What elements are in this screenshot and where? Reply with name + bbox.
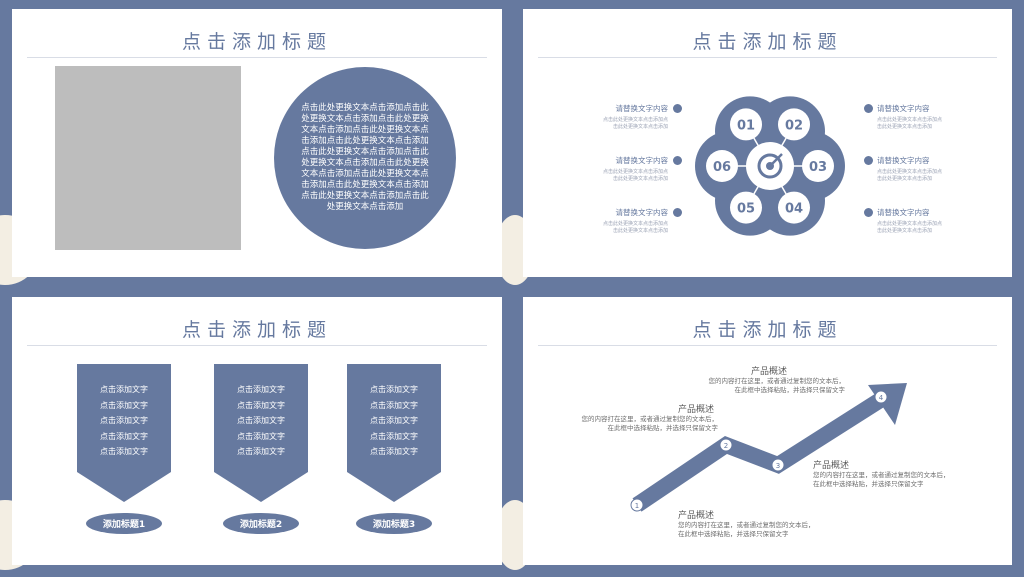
- step-marker-label: 2: [724, 442, 728, 450]
- list-item: 请替换文字内容 点击此处更换文本点击添加点击此处更换文本点击添加: [877, 156, 943, 182]
- product-block: 产品概述 您的内容打在这里，或者通过复制您的文本后， 在此框中选择粘贴，并选择只…: [678, 511, 815, 538]
- petal-number: 06: [713, 160, 731, 175]
- bullet-dot: [673, 156, 682, 165]
- slide-2[interactable]: 点击添加标题 01 02 03 04 05 06 请替换文字内容 点击此处更换文本点击添加…: [523, 9, 1012, 277]
- bullet-dot: [864, 156, 873, 165]
- petal-number: 02: [785, 118, 803, 133]
- product-block: 产品概述 您的内容打在这里，或者通过复制您的文本后， 在此框中选择粘贴，并选择只…: [708, 367, 846, 394]
- slide-title: 点击添加标题: [692, 319, 843, 341]
- petal-number: 01: [737, 118, 755, 133]
- growth-arrow: 1 2 3 4: [630, 383, 907, 512]
- product-block: 产品概述 您的内容打在这里，或者通过复制您的文本后， 在此框中选择粘贴，并选择只…: [581, 405, 719, 432]
- petal-number-bg: [706, 150, 738, 182]
- bullet-dot: [673, 104, 682, 113]
- step-marker: [771, 458, 785, 472]
- step-marker-label: 4: [879, 394, 884, 402]
- list-item: 请替换文字内容 点击此处更换文本点击添加点击此处更换文本点击添加: [877, 208, 943, 234]
- title-pill-2[interactable]: 添加标题2: [223, 513, 299, 534]
- slide-3[interactable]: 点击添加标题 点击添加文字 点击添加文字 点击添加文字 点击添加文字 点击添加文…: [12, 297, 502, 565]
- title-divider: [538, 57, 997, 58]
- image-placeholder[interactable]: [55, 66, 241, 250]
- target-arrow: [769, 153, 783, 167]
- slide-4[interactable]: 点击添加标题 1 2 3 4 产品概述 您的内容打在这里，或者通过复制您的文本后， 在…: [523, 297, 1012, 565]
- petal-number: 04: [785, 202, 803, 217]
- step-marker: [719, 438, 733, 452]
- petal-number-bg: [730, 108, 762, 141]
- arrow-card: 点击添加文字 点击添加文字 点击添加文字 点击添加文字 点击添加文字: [214, 364, 308, 502]
- petal-number-bg: [730, 191, 762, 224]
- title-divider: [27, 57, 487, 58]
- product-block: 产品概述 您的内容打在这里，或者通过复制您的文本后， 在此框中选择粘贴，并选择只…: [813, 461, 950, 488]
- bullet-dot: [864, 104, 873, 113]
- step-marker: [630, 498, 644, 512]
- step-marker-label: 3: [776, 462, 780, 470]
- target-icon: [757, 153, 783, 179]
- bullet-dot: [864, 208, 873, 217]
- list-item: 请替换文字内容 点击此处更换文本点击添加点击此处更换文本点击添加: [602, 156, 668, 182]
- slide-title: 点击添加标题: [181, 31, 332, 53]
- petal-number-bg: [778, 108, 810, 141]
- slide-title: 点击添加标题: [692, 31, 843, 53]
- bullet-dot: [673, 208, 682, 217]
- title-divider: [538, 345, 997, 346]
- slide-1[interactable]: 点击添加标题 点击此处更换文本点击添加点击此处更换文本点击添加点击此处更换文本点…: [12, 9, 502, 277]
- slide-title: 点击添加标题: [181, 319, 332, 341]
- circle-body-text: 点击此处更换文本点击添加点击此处更换文本点击添加点击此处更换文本点击添加点击此处…: [301, 103, 429, 212]
- title-divider: [27, 345, 487, 346]
- title-pill-1[interactable]: 添加标题1: [86, 513, 162, 534]
- arrow-card: 点击添加文字 点击添加文字 点击添加文字 点击添加文字 点击添加文字: [77, 364, 171, 502]
- list-item: 请替换文字内容 点击此处更换文本点击添加点击此处更换文本点击添加: [877, 104, 943, 130]
- arrow-card: 点击添加文字 点击添加文字 点击添加文字 点击添加文字 点击添加文字: [347, 364, 441, 502]
- list-item: 请替换文字内容 点击此处更换文本点击添加点击此处更换文本点击添加: [602, 208, 668, 234]
- petal-number-bg: [802, 150, 834, 182]
- step-marker-label: 1: [635, 502, 639, 510]
- petal-number: 05: [737, 202, 755, 217]
- step-marker: [874, 390, 888, 404]
- text-circle: 点击此处更换文本点击添加点击此处更换文本点击添加点击此处更换文本点击添加点击此处…: [274, 67, 456, 249]
- petal-number: 03: [809, 160, 827, 175]
- list-item: 请替换文字内容 点击此处更换文本点击添加点击此处更换文本点击添加: [602, 104, 668, 130]
- title-pill-3[interactable]: 添加标题3: [356, 513, 432, 534]
- petal-diagram: 01 02 03 04 05 06: [695, 96, 845, 236]
- petal-number-bg: [778, 191, 810, 224]
